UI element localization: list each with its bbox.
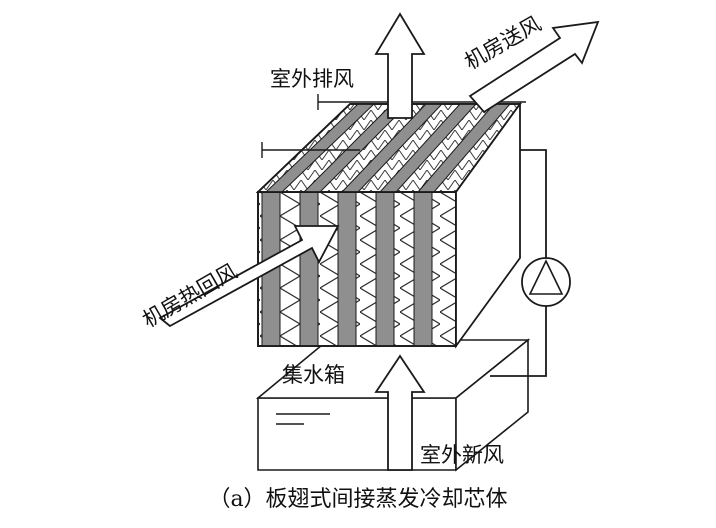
outdoor-exhaust-arrow: [374, 12, 426, 119]
top-plates: [264, 103, 512, 193]
label-outdoor-fresh: 室外新风: [420, 443, 504, 467]
label-water-tank: 集水箱: [282, 363, 345, 387]
water-pipe: [490, 149, 547, 377]
label-outdoor-exhaust: 室外排风: [270, 67, 354, 91]
figure-caption: （a）板翅式间接蒸发冷却芯体: [208, 487, 507, 512]
room-return-arrow: [158, 225, 340, 328]
pump-icon: [521, 257, 571, 307]
outdoor-fresh-arrow: [374, 354, 426, 471]
heat-exchanger-core: [255, 101, 522, 349]
room-supply-arrow: [468, 20, 600, 114]
